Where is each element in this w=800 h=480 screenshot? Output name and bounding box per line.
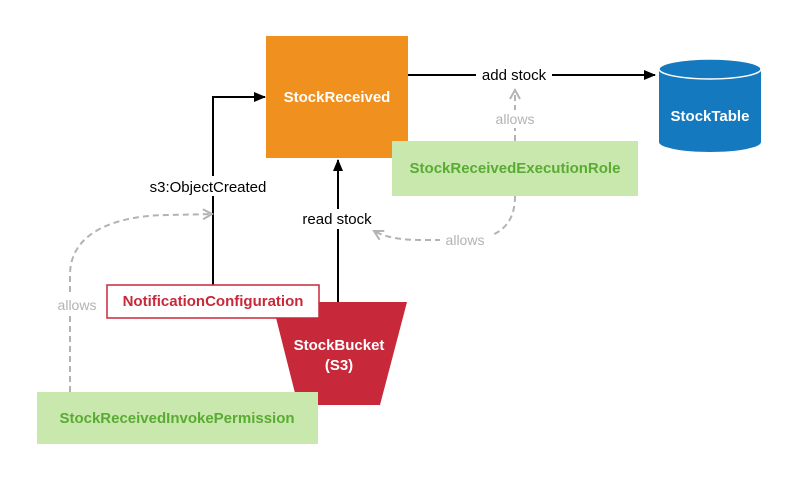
edge-allows-role-bucket-label: allows (446, 232, 485, 248)
node-stock-bucket-label-line1: StockBucket (294, 337, 385, 354)
edge-object-created-label: s3:ObjectCreated (150, 179, 267, 196)
node-invoke-permission[interactable] (37, 392, 318, 444)
node-stock-bucket-label-line2: (S3) (325, 357, 353, 374)
node-stock-table-label: StockTable (671, 108, 750, 125)
node-notification-configuration[interactable] (106, 284, 320, 319)
edge-add-stock-label: add stock (482, 67, 547, 84)
node-execution-role[interactable] (392, 141, 638, 196)
edge-read-stock-label: read stock (302, 211, 372, 228)
edge-allows-role-table-label: allows (496, 111, 535, 127)
edge-object-created (212, 92, 266, 285)
node-execution-role-label: StockReceivedExecutionRole (410, 160, 621, 177)
node-stock-received[interactable] (266, 36, 408, 158)
edge-allows-permission (69, 214, 212, 392)
node-stock-bucket[interactable] (272, 302, 407, 405)
node-notification-configuration-label: NotificationConfiguration (123, 293, 304, 310)
node-stock-table[interactable] (658, 58, 762, 152)
edge-allows-permission-label: allows (58, 297, 97, 313)
node-invoke-permission-label: StockReceivedInvokePermission (59, 410, 294, 427)
node-stock-received-label: StockReceived (284, 89, 391, 106)
